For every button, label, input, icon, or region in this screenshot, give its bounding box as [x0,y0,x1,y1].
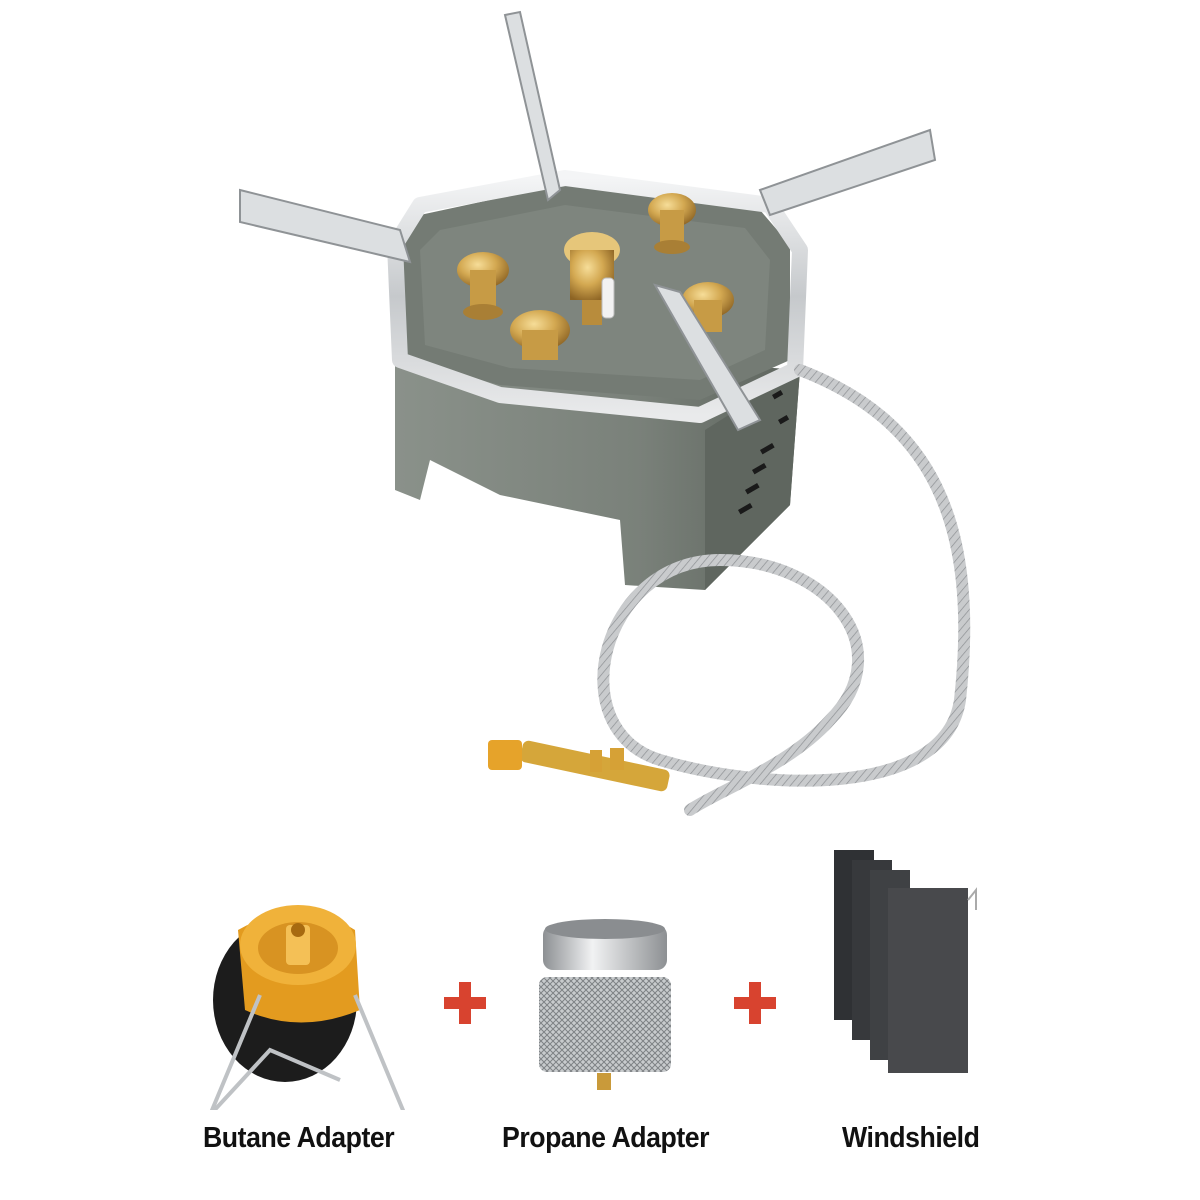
burners [457,193,734,360]
butane-adapter-image [209,905,406,1110]
burner [457,252,509,320]
windshield-image [834,850,977,1073]
camping-stove [239,10,971,816]
steel-frame [387,170,808,423]
propane-adapter-image [539,919,671,1090]
gas-hose [597,364,971,816]
plus-separator-icon [444,982,486,1024]
propane-adapter-label: Propane Adapter [502,1122,710,1154]
burner [648,193,696,254]
plus-separator-icon [734,982,776,1024]
windshield-label: Windshield [842,1122,980,1154]
regulator [488,740,670,792]
pot-supports [239,10,937,432]
butane-adapter-label: Butane Adapter [203,1122,395,1154]
burner [510,310,570,360]
